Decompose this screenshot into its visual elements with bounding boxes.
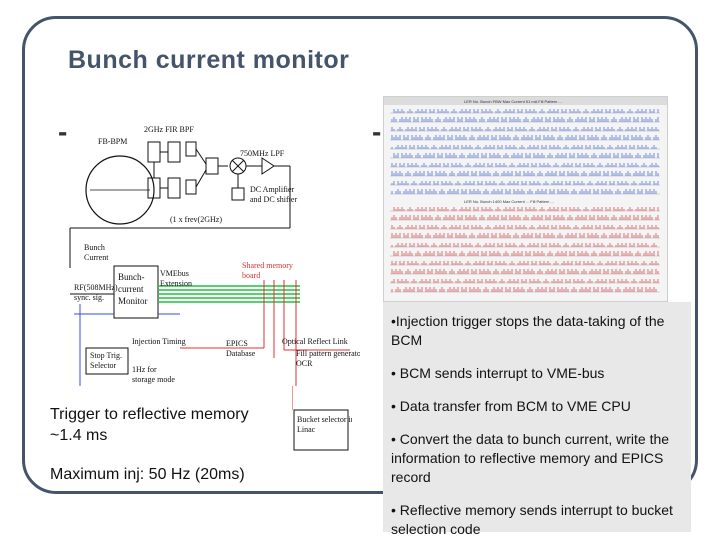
splitter-box xyxy=(205,157,219,175)
bullet-dash-left: - xyxy=(58,116,68,147)
bullet-dash-right: - xyxy=(372,116,382,147)
label-current: Current xyxy=(84,253,109,262)
label-bucket-2: Linac xyxy=(297,425,316,434)
notes-panel: •Injection trigger stops the data-taking… xyxy=(383,302,691,537)
label-freq: (1 x frev(2GHz) xyxy=(170,215,222,224)
timing-text: Trigger to reflective memory ~1.4 ms Max… xyxy=(50,404,249,485)
filter-box-2 xyxy=(167,141,181,163)
timing-line-1: Trigger to reflective memory xyxy=(50,406,249,423)
label-bucket-1: Bucket selector in xyxy=(297,415,352,424)
shot-header-2: LER No. Bunch 1400 Max Current ... Fill … xyxy=(464,199,554,204)
filter-box-1 xyxy=(147,141,161,163)
label-sync: sync. sig. xyxy=(74,293,104,302)
label-extension: Extension xyxy=(160,279,192,288)
fill-pattern-screenshot: LER No. Bunch FBW Max Current 51 mA Fill… xyxy=(383,96,668,302)
label-lpf: 750MHz LPF xyxy=(240,149,285,158)
label-bunch: Bunch xyxy=(84,243,105,252)
bcm-block-diagram: FB-BPM 2GHz FIR BPF 750MHz LPF DC Amplif… xyxy=(69,125,360,386)
filter-box-4 xyxy=(167,177,181,199)
label-bcm-3: Monitor xyxy=(118,296,148,306)
slide-frame xyxy=(22,16,698,494)
bucket-selector-diagram: Bucket selector in Linac xyxy=(292,386,352,451)
label-bcm-2: current xyxy=(118,284,144,294)
label-fill-pattern: Fill pattern generator in xyxy=(296,349,360,358)
label-fb-bpm: FB-BPM xyxy=(98,137,127,146)
shot-header-1: LER No. Bunch FBW Max Current 51 mA Fill… xyxy=(464,99,562,104)
label-1hz-2: storage mode xyxy=(132,375,175,384)
bucket-selector-box xyxy=(293,409,349,451)
stop-trig-box xyxy=(85,347,129,375)
label-bcm-1: Bunch- xyxy=(118,272,145,282)
label-shared-1: Shared memory xyxy=(242,261,293,270)
note-3: • Data transfer from BCM to VME CPU xyxy=(391,398,631,414)
note-2: • BCM sends interrupt to VME-bus xyxy=(391,365,605,381)
slide-title: Bunch current monitor xyxy=(68,46,350,74)
label-optical: Optical Reflect Link xyxy=(282,337,348,346)
note-5: • Reflective memory sends interrupt to b… xyxy=(391,502,673,537)
label-rf508: RF(508MHz) xyxy=(74,283,118,292)
label-dc-shifter: and DC shifter xyxy=(250,195,297,204)
label-1hz-1: 1Hz for xyxy=(132,365,157,374)
label-shared-2: board xyxy=(242,271,260,280)
label-bpf: 2GHz FIR BPF xyxy=(144,125,194,134)
label-stop-trig-1: Stop Trig. xyxy=(90,351,122,360)
amplifier-triangle xyxy=(261,157,275,175)
label-ocr: OCR xyxy=(296,359,313,368)
label-vmebus: VMEbus xyxy=(160,269,189,278)
bcm-box xyxy=(113,265,159,319)
note-4: • Convert the data to bunch current, wri… xyxy=(391,431,670,485)
note-1: •Injection trigger stops the data-taking… xyxy=(391,313,665,348)
label-dc-amp: DC Amplifier xyxy=(250,185,295,194)
label-database: Database xyxy=(226,349,256,358)
fill-pattern-plot: LER No. Bunch FBW Max Current 51 mA Fill… xyxy=(384,97,667,293)
timing-line-3: Maximum inj: 50 Hz (20ms) xyxy=(50,466,245,483)
label-stop-trig-2: Selector xyxy=(90,361,117,370)
timing-line-2: ~1.4 ms xyxy=(50,427,108,444)
label-epics: EPICS xyxy=(226,339,248,348)
label-inj-timing: Injection Timing xyxy=(132,337,186,346)
fb-bpm-ring xyxy=(85,155,155,225)
